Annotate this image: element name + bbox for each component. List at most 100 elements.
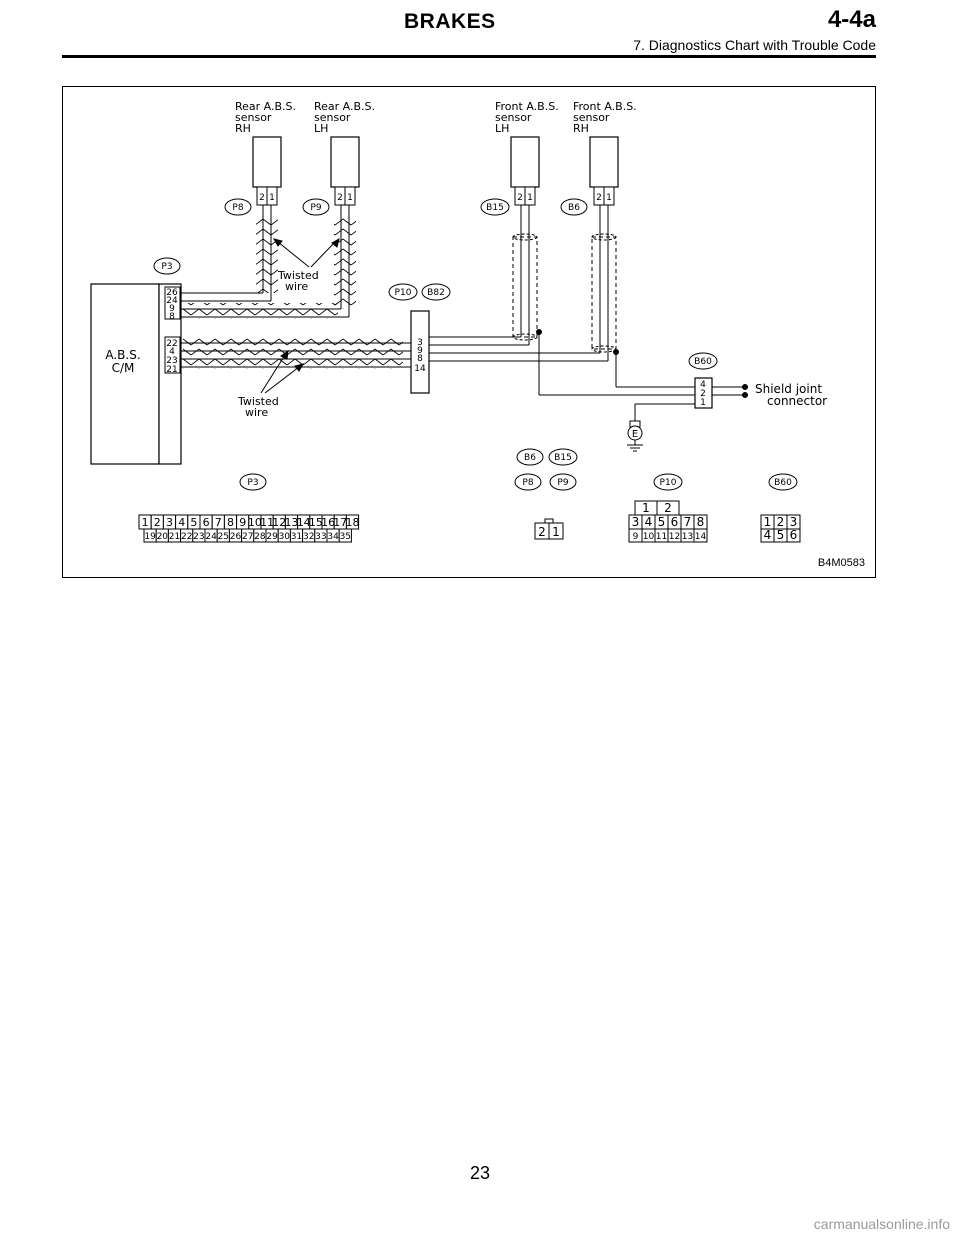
watermark: carmanualsonline.info xyxy=(813,1216,950,1232)
p3-face-bottom-pin: 29 xyxy=(266,532,278,542)
p3-face-bottom-pin: 25 xyxy=(218,532,229,542)
p10-pin-8: 8 xyxy=(417,354,423,364)
cm-pin-9: 9 xyxy=(169,304,175,314)
p3-face-bottom-pin: 28 xyxy=(254,532,266,542)
b60-face-top-pin: 2 xyxy=(777,515,785,529)
abs-cm-label-line2: C/M xyxy=(112,361,135,375)
front-rh-sensor-connector: 2 1 xyxy=(593,186,615,206)
face-tag-b60-oval xyxy=(768,473,798,491)
front-rh-sensor-body xyxy=(589,136,619,188)
front-lh-shielded-wire xyxy=(512,205,542,395)
p10-face-mid-pin: 5 xyxy=(658,515,666,529)
tag-b60: B60 xyxy=(694,357,712,367)
wiring-diagram-frame: Rear A.B.S. sensor RH Rear A.B.S. sensor… xyxy=(62,86,876,578)
label-rear-lh-line3: LH xyxy=(314,122,328,135)
abs-cm-pin-strip xyxy=(158,283,182,465)
cm-pin-26: 26 xyxy=(166,288,178,298)
front-rh-pin-2: 2 xyxy=(596,193,602,203)
tag-b6: B6 xyxy=(568,203,580,213)
face-tag-p10-oval xyxy=(653,473,683,491)
p10-to-front-sensor-wires xyxy=(429,336,608,362)
tag-p8: P8 xyxy=(232,203,243,213)
abs-cm-pins: 26 24 9 8 22 4 23 21 xyxy=(164,286,181,375)
p10-face-bottom-pin: 9 xyxy=(633,532,639,542)
tag-b15: B15 xyxy=(486,203,504,213)
face-tag-p10: P10 xyxy=(660,478,677,488)
p10-face-top-pin: 2 xyxy=(664,501,672,515)
face-tag-b15: B15 xyxy=(554,453,572,463)
p3-face-top-pin: 5 xyxy=(190,516,197,529)
p10-pin-14: 14 xyxy=(414,364,426,374)
tag-p8-oval xyxy=(224,198,252,216)
tag-p9-oval xyxy=(302,198,330,216)
p3-face-bottom-pin: 22 xyxy=(181,532,192,542)
p3-face-bottom-pin: 23 xyxy=(193,532,204,542)
p3-face-bottom-pin: 19 xyxy=(144,532,156,542)
p10-face-bottom-pin: 14 xyxy=(695,532,707,542)
p3-face-top-pin: 11 xyxy=(260,516,274,529)
tag-b15-oval xyxy=(480,198,510,216)
wiring-diagram: Rear A.B.S. sensor RH Rear A.B.S. sensor… xyxy=(90,100,827,543)
ground-symbol xyxy=(627,420,643,452)
tag-b82: B82 xyxy=(427,288,445,298)
label-front-rh-line2: sensor xyxy=(573,111,610,124)
front-lh-sensor-connector: 2 1 xyxy=(514,186,536,206)
face-tag-b6-oval xyxy=(516,448,544,466)
p3-face-top-pin: 10 xyxy=(248,516,262,529)
p10-pins: 3 9 8 14 xyxy=(414,338,426,374)
p3-face-top-pin: 16 xyxy=(321,516,335,529)
b60-face-bottom-cell xyxy=(786,528,801,543)
p10-face-mid-pin: 7 xyxy=(684,515,692,529)
face-tag-p3-oval xyxy=(239,473,267,491)
rear-lh-twisted-pair xyxy=(180,205,356,319)
p3-face-top-cell xyxy=(345,514,360,530)
tag-b82-oval xyxy=(421,283,451,301)
rear-lh-sensor-connector: 2 1 xyxy=(334,186,356,206)
p10-pin-9: 9 xyxy=(417,346,423,356)
front-lh-pin-2: 2 xyxy=(517,193,523,203)
label-rear-rh-line2: sensor xyxy=(235,111,272,124)
face-tag-p8-oval xyxy=(514,473,542,491)
front-rh-shielded-wire xyxy=(591,205,619,387)
tag-b60-oval xyxy=(688,352,718,370)
p10-face-mid-pin: 4 xyxy=(645,515,653,529)
b60-pins: 4 2 1 xyxy=(700,380,706,408)
twisted-wire-label-upper-line1: Twisted xyxy=(277,269,319,282)
ground-label: E xyxy=(632,429,638,440)
tag-p3: P3 xyxy=(161,262,172,272)
face-tag-p3: P3 xyxy=(247,478,258,488)
header-title: BRAKES xyxy=(404,10,496,33)
face-tag-p9: P9 xyxy=(557,478,568,488)
face-tag-p9-oval xyxy=(549,473,577,491)
p3-face-bottom-pin: 34 xyxy=(327,532,339,542)
twisted-wire-label-lower-line1: Twisted xyxy=(237,395,279,408)
p3-face-bottom-pin: 33 xyxy=(315,532,326,542)
cm-pin-21: 21 xyxy=(166,365,177,375)
header-subtitle: 7. Diagnostics Chart with Trouble Code xyxy=(633,37,876,53)
p10-face-mid-pin: 3 xyxy=(632,515,640,529)
header-section-number: 4-4a xyxy=(827,6,876,33)
label-front-lh-line3: LH xyxy=(495,122,509,135)
p10-face-mid-pin: 8 xyxy=(697,515,705,529)
p3-face-top-pin: 12 xyxy=(272,516,286,529)
p10-pin-3: 3 xyxy=(417,338,423,348)
label-rear-rh: Rear A.B.S. sensor RH xyxy=(235,100,296,135)
front-rh-pin-1: 1 xyxy=(606,193,612,203)
p3-face-top-pin: 2 xyxy=(154,516,161,529)
twisted-wire-arrows-lower xyxy=(260,349,305,394)
p3-face-bottom-pin: 20 xyxy=(157,532,169,542)
label-front-rh: Front A.B.S. sensor RH xyxy=(573,100,637,135)
p3-face-top-pin: 15 xyxy=(309,516,323,529)
label-front-rh-line1: Front A.B.S. xyxy=(573,100,637,113)
p3-face-bottom-pin: 24 xyxy=(205,532,217,542)
sensor-face-tab xyxy=(544,518,554,524)
b60-connector xyxy=(694,377,713,409)
b60-face-bottom-pin: 6 xyxy=(790,528,798,542)
cm-pin-22: 22 xyxy=(166,339,177,349)
cm-pin-4: 4 xyxy=(169,347,175,357)
figure-id: B4M0583 xyxy=(817,557,865,569)
b60-pin-1: 1 xyxy=(700,398,706,408)
p3-face-top-pin: 7 xyxy=(215,516,222,529)
p3-face-bottom-pin: 32 xyxy=(303,532,314,542)
shield-joint-label-line2: connector xyxy=(767,394,827,408)
